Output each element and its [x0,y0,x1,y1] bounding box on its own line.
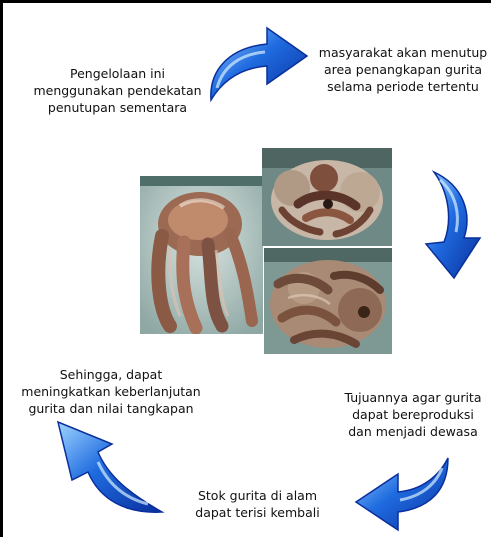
curved-arrow-up-icon [48,418,166,516]
caption-line: dan menjadi dewasa [338,423,488,440]
border-left [0,0,3,537]
caption-line: Stok gurita di alam [180,487,335,504]
step-4-caption: Stok gurita di alam dapat terisi kembali [180,487,335,521]
octopus-photo-left [140,176,263,334]
step-2-caption: masyarakat akan menutup area penangkapan… [315,44,491,95]
curved-arrow-left-icon [352,456,452,536]
caption-line: dapat terisi kembali [180,504,335,521]
caption-line: dapat bereproduksi [338,406,488,423]
octopus-photo-top [262,148,392,246]
step-1-caption: Pengelolaan ini menggunakan pendekatan p… [30,65,205,116]
caption-line: selama periode tertentu [315,78,491,95]
step-5-caption: Sehingga, dapat meningkatkan keberlanjut… [12,366,210,417]
caption-line: masyarakat akan menutup [315,44,491,61]
border-top [0,0,491,3]
caption-line: meningkatkan keberlanjutan [12,383,210,400]
caption-line: penutupan sementara [30,99,205,116]
step-3-caption: Tujuannya agar gurita dapat bereproduksi… [338,389,488,440]
caption-line: menggunakan pendekatan [30,82,205,99]
curved-arrow-right-icon [205,22,310,102]
curved-arrow-down-icon [420,168,485,283]
octopus-photo-bottom [264,248,392,354]
caption-line: Tujuannya agar gurita [338,389,488,406]
caption-line: area penangkapan gurita [315,61,491,78]
caption-line: Pengelolaan ini [30,65,205,82]
caption-line: Sehingga, dapat [12,366,210,383]
caption-line: gurita dan nilai tangkapan [12,400,210,417]
